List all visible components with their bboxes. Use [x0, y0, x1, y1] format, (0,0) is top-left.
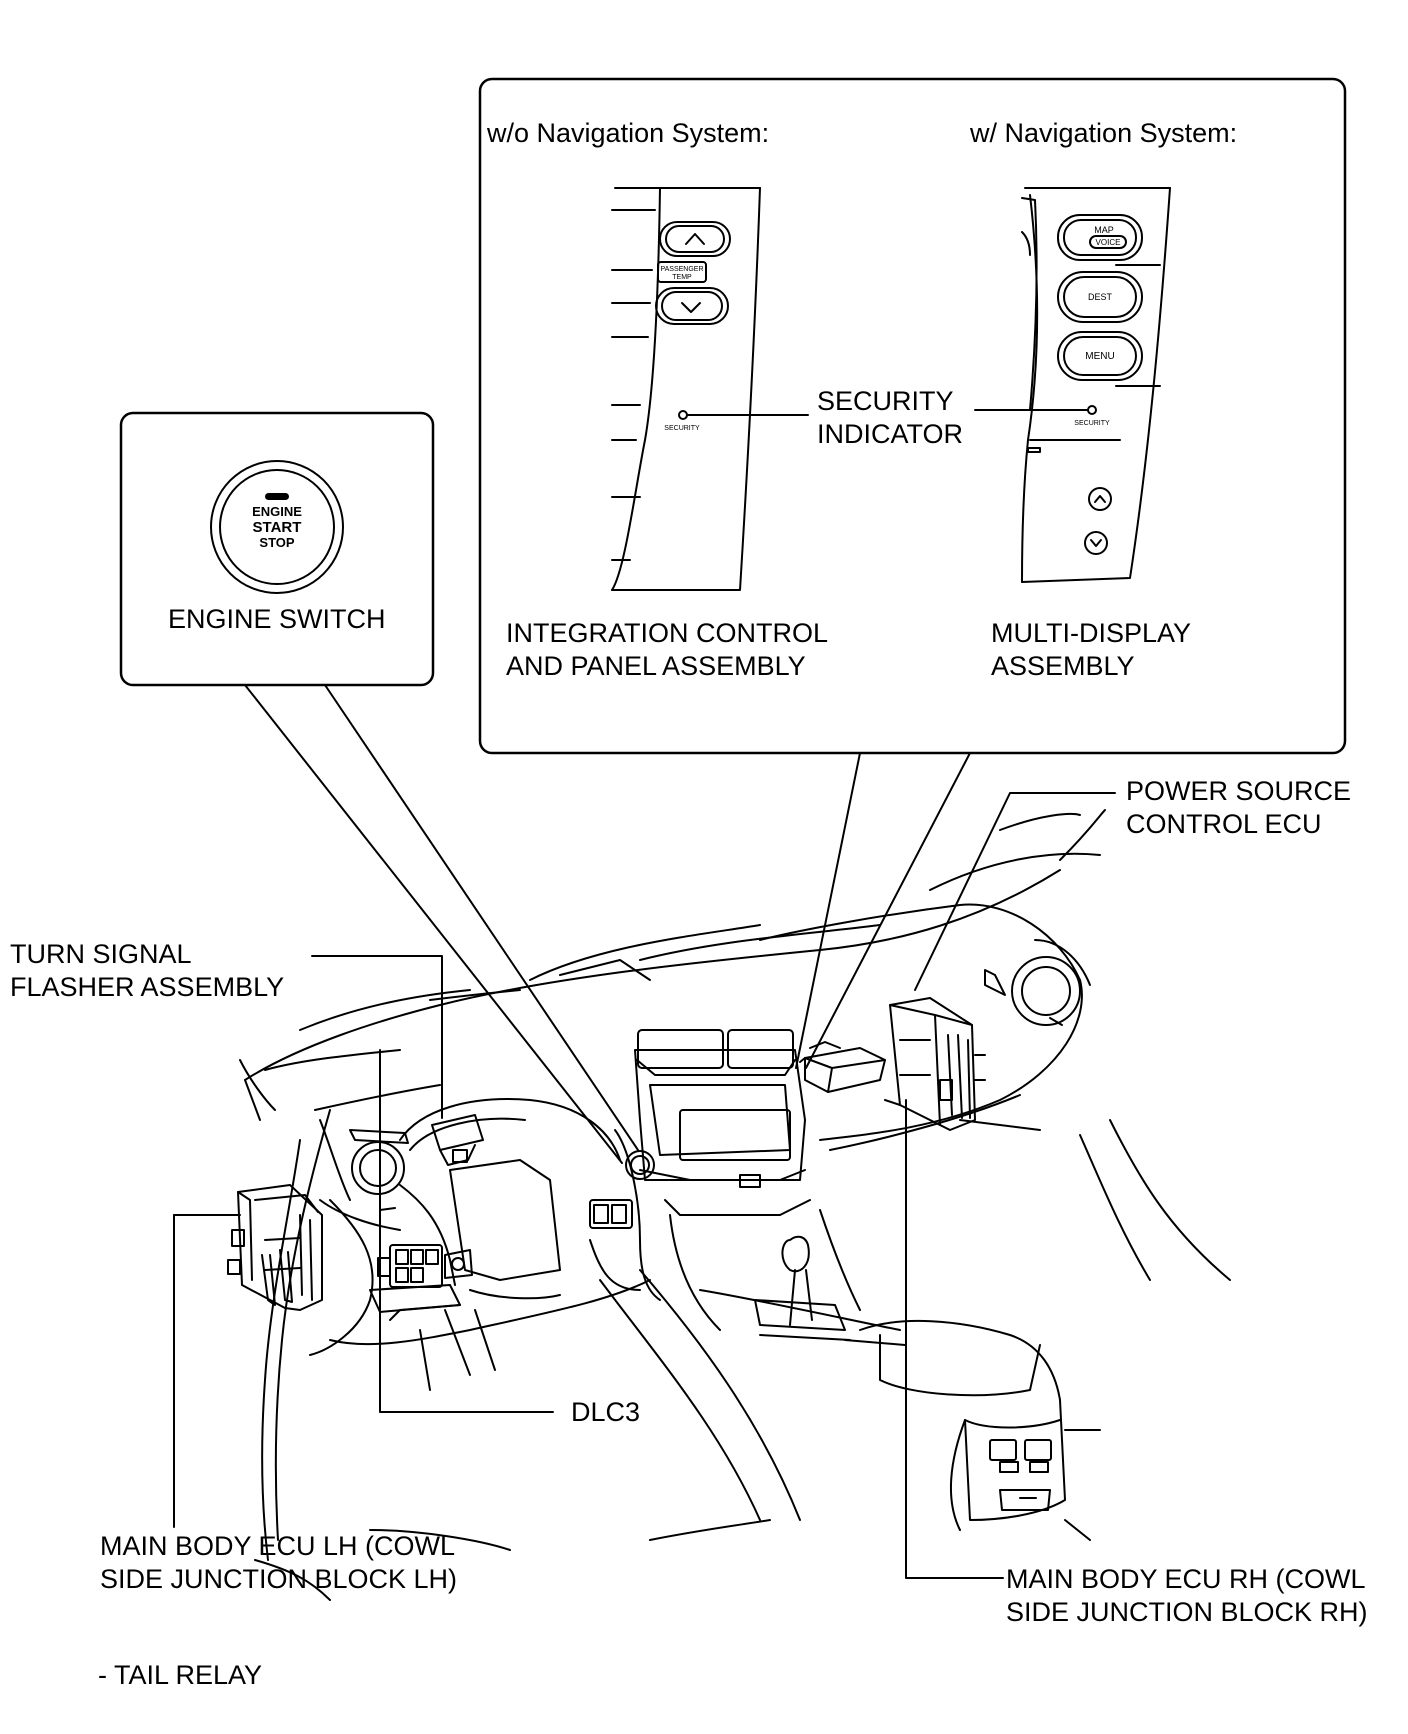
integration-panel-drawing: [611, 187, 809, 591]
integration-panel-label-line1: INTEGRATION CONTROL: [506, 618, 829, 648]
multi-display-drawing: [974, 187, 1171, 583]
turn-signal-flasher-label-line2: FLASHER ASSEMBLY: [10, 972, 285, 1002]
engine-switch-label: ENGINE SWITCH: [168, 604, 386, 634]
voice-button-label: VOICE: [1096, 238, 1121, 247]
engine-start-stop-button-drawing: [210, 460, 344, 594]
dashboard-drawing: [239, 809, 1231, 1601]
engine-button-text-3: STOP: [259, 535, 294, 550]
main-body-ecu-rh-label-line1: MAIN BODY ECU RH (COWL: [1006, 1564, 1366, 1594]
security-small-label-right: SECURITY: [1074, 420, 1110, 427]
power-source-ecu-label-line1: POWER SOURCE: [1126, 776, 1352, 806]
tail-relay-label: - TAIL RELAY: [98, 1660, 263, 1690]
dlc3-label: DLC3: [571, 1397, 641, 1427]
main-body-ecu-lh-label-line2: SIDE JUNCTION BLOCK LH): [100, 1564, 458, 1594]
with-navigation-heading: w/ Navigation System:: [970, 118, 1238, 148]
main-body-ecu-lh-label-line1: MAIN BODY ECU LH (COWL: [100, 1531, 456, 1561]
engine-button-text-1: ENGINE: [252, 504, 302, 519]
security-small-label-left: SECURITY: [664, 425, 700, 432]
power-source-control-ecu-drawing: [799, 1041, 886, 1093]
security-indicator-label-line1: SECURITY: [817, 386, 954, 416]
passenger-temp-button-label-2: TEMP: [672, 274, 692, 281]
multi-display-label-line2: ASSEMBLY: [991, 651, 1135, 681]
map-button-label: MAP: [1094, 225, 1114, 235]
engine-switch-inset-box: [119, 411, 435, 687]
multi-display-label-line1: MULTI-DISPLAY: [991, 618, 1192, 648]
main-body-ecu-rh-label-line2: SIDE JUNCTION BLOCK RH): [1006, 1597, 1368, 1627]
main-body-ecu-lh-drawing: [227, 1184, 323, 1311]
menu-button-label: MENU: [1085, 351, 1114, 362]
pointer-lines: [173, 684, 1116, 1579]
main-body-ecu-rh-drawing: [884, 997, 986, 1131]
engine-button-text-2: START: [253, 519, 302, 536]
without-navigation-heading: w/o Navigation System:: [487, 118, 770, 148]
navigation-inset-box: [478, 77, 1347, 755]
dest-button-label: DEST: [1088, 292, 1113, 302]
power-source-ecu-label-line2: CONTROL ECU: [1126, 809, 1322, 839]
turn-signal-flasher-label-line1: TURN SIGNAL: [10, 939, 192, 969]
security-indicator-label-line2: INDICATOR: [817, 419, 964, 449]
integration-panel-label-line2: AND PANEL ASSEMBLY: [506, 651, 806, 681]
passenger-temp-button-label: PASSENGER: [660, 266, 703, 273]
